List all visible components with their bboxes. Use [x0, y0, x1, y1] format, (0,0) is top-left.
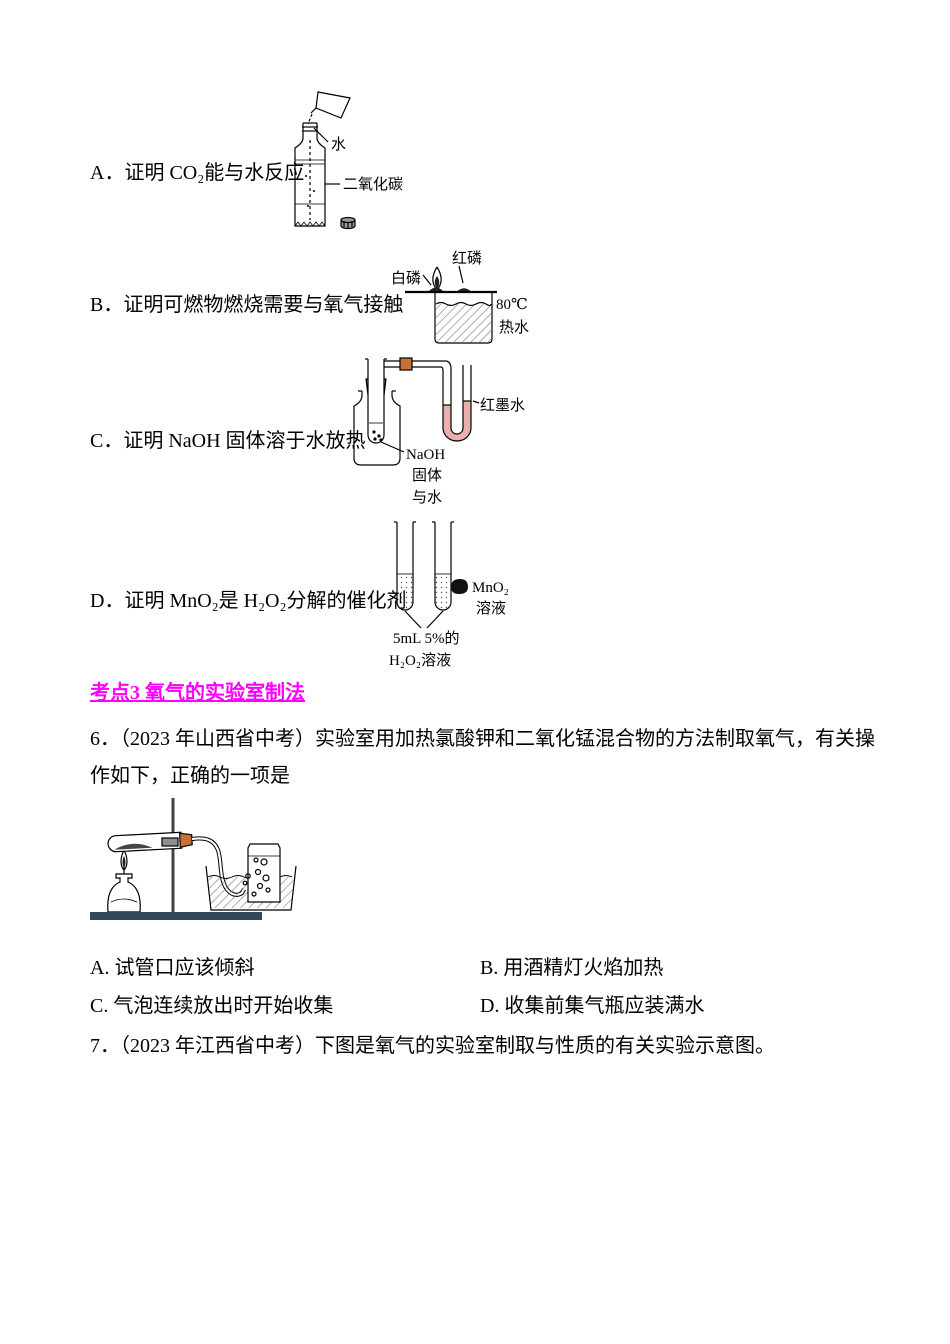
co2-label: 二氧化碳: [343, 176, 403, 193]
figure-co2-water-bottle: 水 二氧化碳: [294, 91, 403, 230]
figure-naoh-utube: 红墨水 NaOH 固体 与水: [353, 357, 525, 506]
question-7-text: 7．（2023 年江西省中考）下图是氧气的实验室制取与性质的有关实验示意图。: [90, 1035, 775, 1057]
white-phosphorus-label: 白磷: [391, 270, 421, 287]
lamp-flame-icon: [120, 849, 128, 871]
h2o2-label-line2: H₂O₂溶液: [389, 652, 451, 669]
section-heading: 考点3 氧气的实验室制法: [90, 682, 305, 704]
q6-option-a: A. 试管口应该倾斜: [90, 957, 255, 979]
flame-icon: [432, 266, 442, 291]
option-a-text: A．证明 CO₂能与水反应: [90, 162, 305, 184]
solid-label: 固体: [412, 467, 442, 484]
mno2-blob: [451, 579, 468, 594]
alcohol-lamp: [107, 849, 141, 913]
q6-option-c: C. 气泡连续放出时开始收集: [90, 995, 334, 1017]
tube-connector: [399, 357, 413, 371]
white-phosphorus-pile: [429, 287, 443, 291]
solution-label: 溶液: [476, 600, 506, 617]
hot-water-label: 热水: [499, 319, 529, 336]
question-6-line1: 6．（2023 年山西省中考）实验室用加热氯酸钾和二氧化锰混合物的方法制取氧气，…: [90, 728, 875, 750]
figure-phosphorus-hot-water: 红磷 白磷 80℃ 热水: [391, 250, 529, 344]
question-6-line2: 作如下，正确的一项是: [90, 765, 290, 787]
stand-base: [90, 912, 262, 920]
test-tube-left: [394, 521, 416, 611]
figure-h2o2-tubes: MnO₂ 溶液 5mL 5%的 H₂O₂溶液: [389, 521, 509, 669]
bottle-cap: [340, 216, 356, 230]
gas-collecting-bottle: [247, 843, 281, 903]
red-ink-label: 红墨水: [480, 397, 525, 414]
temperature-label: 80℃: [496, 297, 528, 313]
kclo3-mno2-mixture: [114, 843, 153, 850]
plastic-bottle: [294, 122, 326, 227]
wide-mouth-flask: [353, 390, 401, 466]
gas-bubbles: [242, 857, 271, 897]
test-tube-right: [432, 521, 454, 611]
test-tube-heated: [107, 831, 193, 853]
red-phosphorus-pile: [457, 288, 471, 292]
test-tube-naoh: [365, 358, 387, 444]
option-c-text: C．证明 NaOH 固体溶于水放热: [90, 430, 366, 452]
q6-option-b: B. 用酒精灯火焰加热: [480, 957, 664, 979]
mno2-label: MnO₂: [472, 580, 509, 596]
stand-clamp: [161, 837, 179, 847]
stand-rod: [171, 798, 175, 916]
option-d-text: D．证明 MnO₂是 H₂O₂分解的催化剂: [90, 590, 407, 612]
naoh-label: NaOH: [406, 447, 445, 463]
red-phosphorus-label: 红磷: [452, 250, 482, 267]
pouring-cup: [307, 91, 351, 125]
tube-stopper: [178, 832, 193, 849]
option-b-text: B．证明可燃物燃烧需要与氧气接触: [90, 294, 404, 316]
red-ink-utube: [384, 360, 472, 442]
hot-water-beaker: [434, 292, 493, 344]
h2o2-label-line1: 5mL 5%的: [393, 630, 460, 647]
with-water-label: 与水: [412, 489, 442, 506]
figure-oxygen-preparation: [90, 798, 297, 920]
water-label: 水: [331, 136, 346, 153]
q6-option-d: D. 收集前集气瓶应装满水: [480, 995, 705, 1017]
